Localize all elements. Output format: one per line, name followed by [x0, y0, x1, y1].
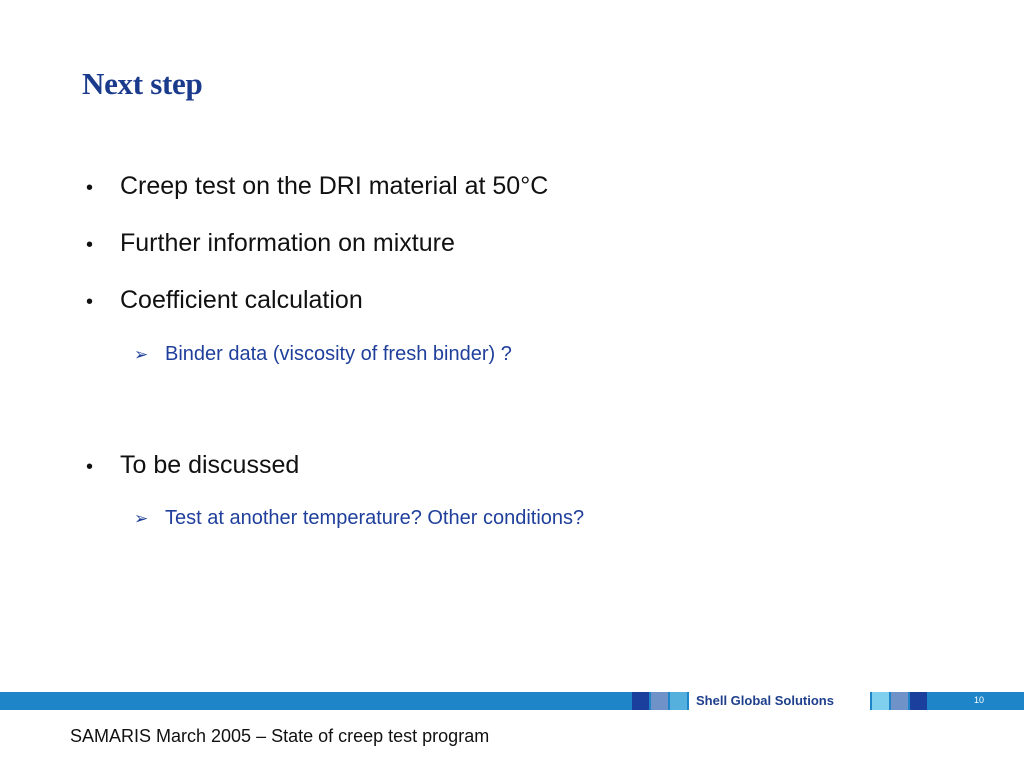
brand-square: [651, 692, 668, 710]
sub-bullet-text: Test at another temperature? Other condi…: [165, 507, 585, 529]
sub-bullet-text: Binder data (viscosity of fresh binder) …: [165, 343, 512, 365]
bullet-item: • Creep test on the DRI material at 50°C: [86, 172, 548, 201]
brand-square: [872, 692, 889, 710]
brand-label-box: [689, 692, 870, 710]
bullet-text: To be discussed: [120, 451, 300, 479]
bullet-text: Coefficient calculation: [120, 286, 363, 314]
bullet-text: Further information on mixture: [120, 229, 455, 257]
arrow-bullet-icon: ➢: [134, 345, 149, 364]
arrow-bullet-icon: ➢: [134, 509, 149, 528]
brand-square: [670, 692, 687, 710]
company-name: Shell Global Solutions: [696, 693, 834, 708]
bullet-text: Creep test on the DRI material at 50°C: [120, 172, 549, 200]
bullet-item: • To be discussed: [86, 451, 299, 480]
brand-square: [910, 692, 927, 710]
bullet-item: • Coefficient calculation: [86, 286, 363, 315]
sub-bullet-item: ➢ Test at another temperature? Other con…: [134, 507, 584, 530]
bullet-dot-icon: •: [86, 291, 94, 313]
bullet-dot-icon: •: [86, 177, 94, 199]
bullet-item: • Further information on mixture: [86, 229, 455, 258]
slide-title: Next step: [82, 66, 203, 101]
brand-band: [0, 692, 1024, 710]
brand-square: [891, 692, 908, 710]
sub-bullet-item: ➢ Binder data (viscosity of fresh binder…: [134, 343, 512, 366]
bullet-dot-icon: •: [86, 234, 94, 256]
page-number: 10: [974, 695, 985, 705]
brand-square: [632, 692, 649, 710]
footer-text: SAMARIS March 2005 – State of creep test…: [70, 726, 490, 746]
bullet-dot-icon: •: [86, 456, 94, 478]
bullet-list: • Creep test on the DRI material at 50°C…: [86, 172, 584, 530]
